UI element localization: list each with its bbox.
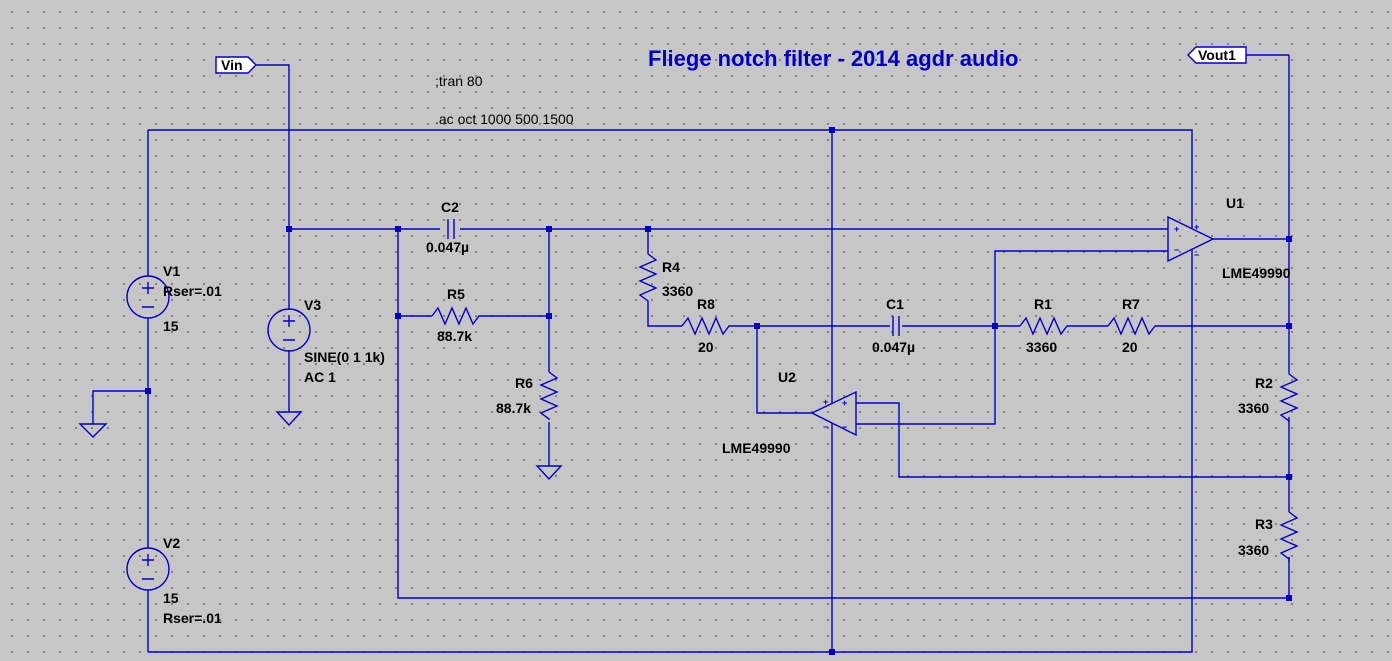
- net-flag-vin[interactable]: Vin: [215, 56, 257, 74]
- u2-ref: U2: [778, 369, 796, 385]
- junction: [992, 323, 998, 329]
- wires: [92, 54, 1290, 653]
- r3-value: 3360: [1238, 542, 1269, 558]
- r8-ref: R8: [697, 296, 715, 312]
- r4-ref: R4: [662, 259, 680, 275]
- v2-param: Rser=.01: [163, 610, 222, 626]
- junction: [1286, 474, 1292, 480]
- r8-value: 20: [698, 339, 714, 355]
- r5-value: 88.7k: [437, 328, 472, 344]
- capacitor-c1[interactable]: [892, 316, 900, 336]
- resistor-r2[interactable]: [1279, 373, 1299, 422]
- svg-text:+: +: [1174, 224, 1179, 234]
- junction: [145, 388, 151, 394]
- r3-ref: R3: [1255, 516, 1273, 532]
- v2-value: 15: [163, 590, 179, 606]
- junction: [829, 649, 835, 655]
- v1-value: 15: [163, 318, 179, 334]
- resistor-r4[interactable]: [638, 253, 658, 302]
- junctions: [145, 127, 1292, 655]
- capacitor-c2[interactable]: [447, 219, 455, 239]
- v2-ref: V2: [163, 535, 180, 551]
- wire-u2-inverting: [756, 326, 812, 414]
- ground-symbol: [535, 465, 563, 481]
- junction: [546, 313, 552, 319]
- source-v1[interactable]: [126, 275, 170, 319]
- r7-ref: R7: [1122, 296, 1140, 312]
- svg-text:−: −: [1194, 250, 1199, 260]
- ground-symbol: [78, 423, 108, 438]
- r6-value: 88.7k: [496, 400, 531, 416]
- resistor-r3[interactable]: [1279, 511, 1299, 562]
- wire-vin: [256, 64, 290, 412]
- junction: [645, 226, 651, 232]
- u2-model: LME49990: [722, 440, 791, 456]
- svg-text:−: −: [1174, 245, 1179, 255]
- r6-ref: R6: [515, 375, 533, 391]
- opamp-u2[interactable]: + − + −: [810, 390, 857, 437]
- resistor-r1[interactable]: [1019, 316, 1070, 336]
- junction: [395, 313, 401, 319]
- junction: [1286, 236, 1292, 242]
- u1-model: LME49990: [1222, 265, 1291, 281]
- wire-u2-out: [856, 250, 1168, 425]
- svg-text:−: −: [842, 422, 847, 432]
- net-label-vin: Vin: [221, 57, 243, 73]
- junction: [754, 323, 760, 329]
- opamp-u1[interactable]: + − + −: [1167, 215, 1215, 263]
- wire-vminus-rail: [148, 258, 1193, 653]
- v3-ac: AC 1: [304, 369, 336, 385]
- wire-u2-noninv: [856, 402, 1289, 478]
- junction: [829, 127, 835, 133]
- ground-symbol: [275, 411, 303, 427]
- r2-ref: R2: [1255, 375, 1273, 391]
- v1-ref: V1: [163, 263, 180, 279]
- v3-ref: V3: [304, 297, 321, 313]
- wire-vplus-rail: [148, 129, 1193, 222]
- resistor-r5[interactable]: [431, 306, 482, 326]
- wire-r4: [647, 229, 1289, 327]
- svg-text:+: +: [842, 398, 847, 408]
- svg-text:+: +: [823, 397, 828, 407]
- r7-value: 20: [1122, 339, 1138, 355]
- net-label-vout1: Vout1: [1198, 47, 1236, 63]
- c2-ref: C2: [441, 199, 459, 215]
- r2-value: 3360: [1238, 400, 1269, 416]
- c2-value: 0.047µ: [426, 239, 469, 255]
- net-flag-vout1[interactable]: Vout1: [1187, 46, 1247, 64]
- wire-supply-ground: [92, 390, 148, 424]
- resistor-r6[interactable]: [539, 371, 559, 420]
- resistor-r8[interactable]: [681, 316, 732, 336]
- junction: [1286, 323, 1292, 329]
- ac-directive[interactable]: .ac oct 1000 500 1500: [435, 111, 574, 127]
- junction: [546, 226, 552, 232]
- r1-ref: R1: [1034, 296, 1052, 312]
- junction: [286, 226, 292, 232]
- source-v2[interactable]: [126, 547, 170, 591]
- resistor-r7[interactable]: [1107, 316, 1158, 336]
- source-v3[interactable]: [267, 308, 311, 352]
- tran-directive[interactable]: ;tran 80: [435, 73, 483, 89]
- schematic-title: Fliege notch filter - 2014 agdr audio: [648, 46, 1018, 71]
- r4-value: 3360: [662, 283, 693, 299]
- v1-param: Rser=.01: [163, 283, 222, 299]
- junction: [1286, 595, 1292, 601]
- svg-text:−: −: [823, 422, 828, 432]
- c1-ref: C1: [886, 296, 904, 312]
- wire-left-loop: [397, 229, 1289, 599]
- r1-value: 3360: [1026, 339, 1057, 355]
- r5-ref: R5: [447, 286, 465, 302]
- c1-value: 0.047µ: [872, 339, 915, 355]
- v3-value: SINE(0 1 1k): [304, 349, 385, 365]
- u1-ref: U1: [1226, 195, 1244, 211]
- junction: [395, 226, 401, 232]
- svg-text:+: +: [1194, 222, 1199, 232]
